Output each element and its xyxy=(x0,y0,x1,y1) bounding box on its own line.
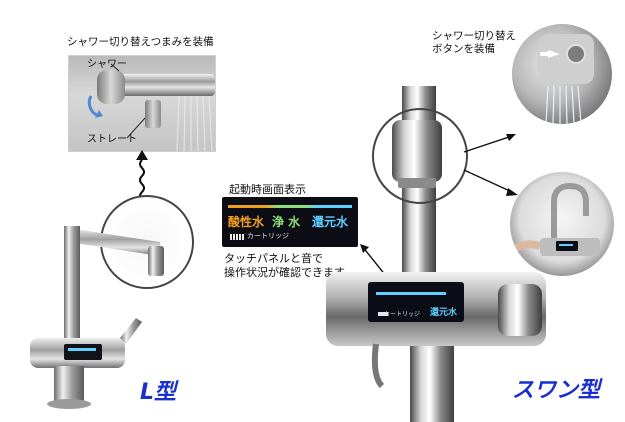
swan-panel-reduced: 還元水 xyxy=(430,308,458,318)
l-type-faucet-photo xyxy=(30,226,164,409)
touch-panel-caption-line2: 操作状況が確認できます。 xyxy=(224,266,355,279)
display-cartridge-label: カートリッジ xyxy=(247,232,289,240)
swan-head-detail-circle xyxy=(372,108,468,204)
swan-type-label: スワン型 xyxy=(512,378,601,403)
display-pointer-arrow xyxy=(360,244,387,277)
inset-label-straight: ストレート xyxy=(87,134,137,145)
swan-overview-photo-circle xyxy=(510,172,614,276)
inset-label-shower: シャワー xyxy=(87,59,127,70)
display-reduced-water: 還元水 xyxy=(312,215,349,229)
swan-connector-arrows xyxy=(463,134,518,196)
shower-knob-inset-photo: シャワー ストレート xyxy=(68,55,216,152)
display-cartridge-meter xyxy=(230,234,244,240)
touch-panel-caption-line1: タッチパネルと音で xyxy=(224,252,323,265)
shower-knob-caption: シャワー切り替えつまみを装備 xyxy=(67,36,214,48)
startup-display-caption: 起動時画面表示 xyxy=(229,183,306,196)
l-type-label: L型 xyxy=(140,380,177,405)
swan-panel-cartridge: カートリッジ xyxy=(384,311,421,318)
display-top-bar xyxy=(228,205,352,208)
connector-arrow-up xyxy=(136,150,148,200)
display-purified-water: 浄 水 xyxy=(272,215,301,229)
shower-button-photo-circle xyxy=(512,24,612,124)
display-acidic-water: 酸性水 xyxy=(228,215,265,229)
startup-display-panel: 酸性水 浄 水 還元水 カートリッジ xyxy=(222,197,358,247)
shower-button-caption-line2: ボタンを装備 xyxy=(432,43,495,55)
shower-button-caption-line1: シャワー切り替え xyxy=(432,30,516,42)
